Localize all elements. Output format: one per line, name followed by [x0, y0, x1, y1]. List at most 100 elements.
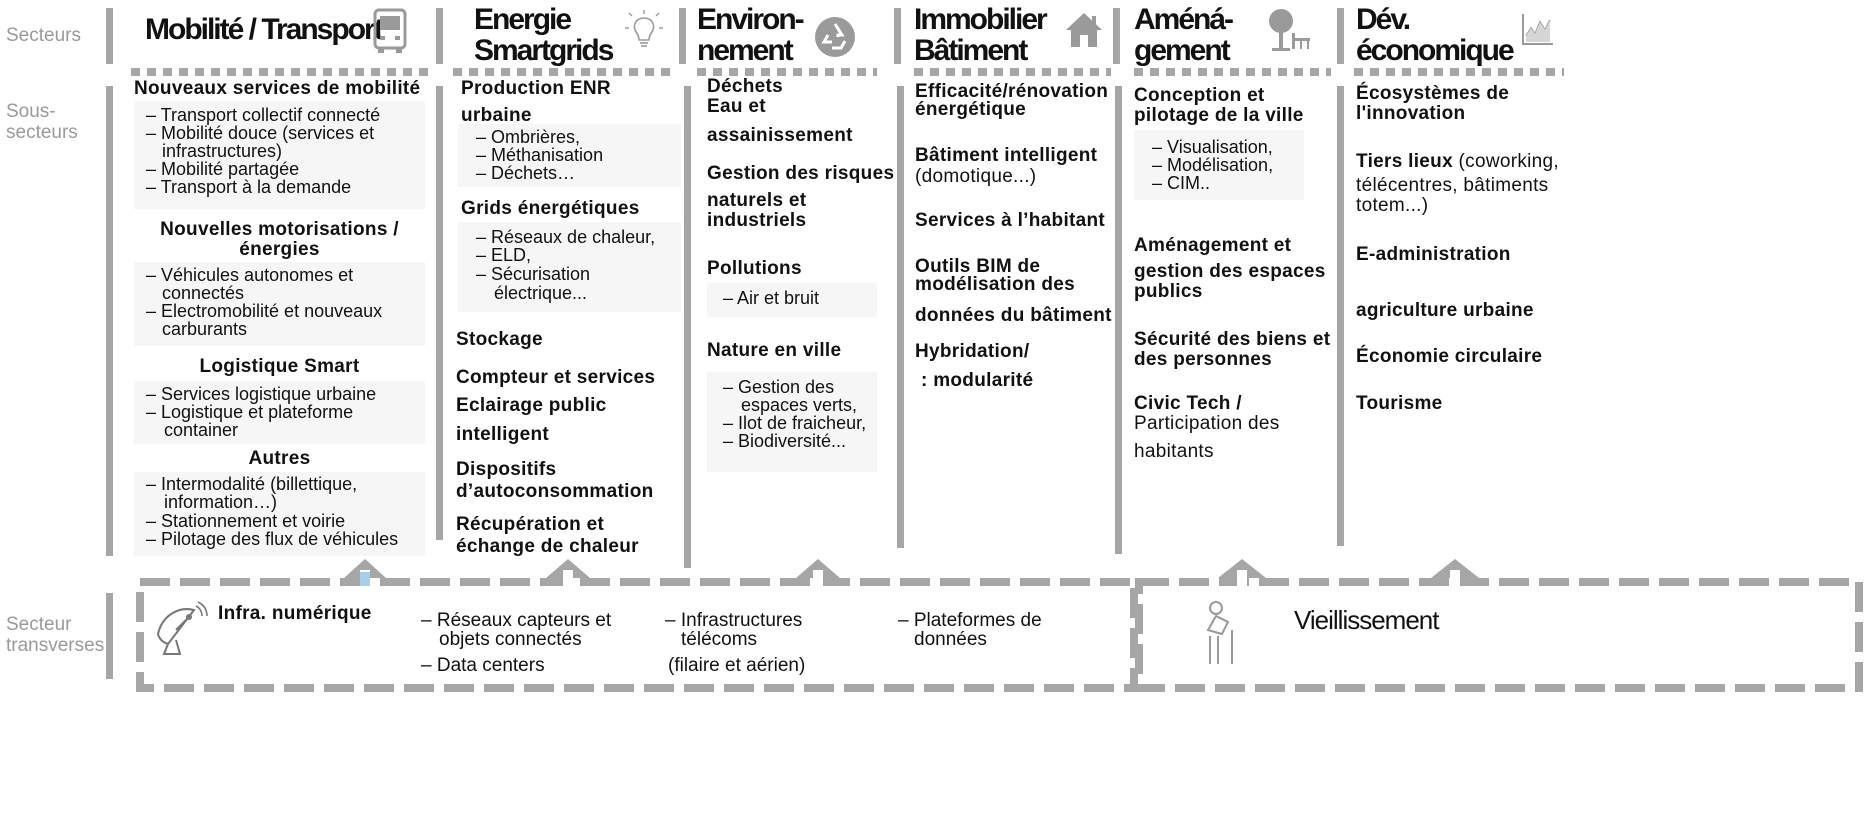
- subsector-public-spaces: Aménagement et: [1134, 235, 1292, 256]
- row-label-sectors: Secteurs: [6, 25, 81, 46]
- subsector-energy-grids: Grids énergétiques: [461, 198, 640, 219]
- list-box-enr: – Ombrières, – Méthanisation – Déchets…: [458, 124, 681, 187]
- subsector-enr-production: Production ENR: [461, 78, 611, 99]
- arrow-up-environment: [796, 559, 840, 578]
- subsector-smart-logistics: Logistique Smart: [199, 356, 360, 377]
- subsector-energy-efficiency: Efficacité/rénovation énergétique: [915, 81, 1109, 120]
- list-item: – Transport collectif connecté: [146, 105, 381, 125]
- header-dots-mobility: [131, 68, 431, 76]
- header-building: Immobilier Bâtiment: [914, 3, 1048, 67]
- list-item: – Réseaux de chaleur,: [476, 227, 656, 247]
- header-economy: Dév. économique: [1356, 3, 1515, 67]
- list-item: – Transport à la demande: [146, 177, 352, 197]
- subsector-bim-3: données du bâtiment: [915, 305, 1112, 326]
- header-energy: Energie Smartgrids: [474, 3, 614, 67]
- arrow-up-planning: [1218, 559, 1266, 578]
- list-item: – Biodiversité...: [723, 431, 847, 451]
- list-box-new-engines: – Véhicules autonomes et connectés – Ele…: [134, 262, 425, 346]
- house-icon: [1066, 13, 1102, 47]
- subsector-civic-tech: Civic Tech / Participation des: [1134, 393, 1280, 434]
- row-label-transverse: Secteur transverses: [6, 614, 105, 656]
- list-item: – Méthanisation: [476, 145, 604, 165]
- header-bar-environment: [679, 8, 686, 64]
- subsector-public-spaces-2: gestion des espaces publics: [1134, 261, 1326, 302]
- subsector-others: Autres: [248, 448, 311, 469]
- list-item: – Pilotage des flux de véhicules: [146, 529, 399, 549]
- aging-dashed-frame: [1135, 578, 1863, 692]
- list-item: – Déchets…: [476, 163, 576, 183]
- list-item: – Véhicules autonomes et: [146, 265, 354, 285]
- list-item: – Air et bruit: [723, 288, 820, 308]
- subsector-city-design: Conception et: [1134, 85, 1265, 106]
- list-item: – Gestion des: [723, 377, 835, 397]
- subsector-e-administration: E-administration: [1356, 244, 1511, 265]
- infra-sensors: – Réseaux capteurs et objets connectés: [421, 610, 612, 650]
- subsector-resident-services: Services à l’habitant: [915, 210, 1106, 231]
- line-chart-icon: [1522, 14, 1553, 45]
- subsector-tourism: Tourisme: [1356, 393, 1443, 414]
- arrow-up-mobility: [344, 559, 386, 578]
- list-item: – Sécurisation: [476, 264, 591, 284]
- subsector-modularity: : modularité: [921, 370, 1034, 391]
- list-item: espaces verts,: [741, 395, 858, 415]
- subsector-heat-recovery: Récupération et échange de chaleur: [456, 514, 639, 557]
- subsector-city-design-2: pilotage de la ville: [1134, 105, 1304, 126]
- list-box-new-services: – Transport collectif connecté – Mobilit…: [134, 101, 425, 209]
- satellite-dish-icon: [156, 601, 208, 655]
- subsector-lighting-2: intelligent: [456, 424, 550, 445]
- list-item: – Modélisation,: [1152, 155, 1274, 175]
- infra-data-platforms: – Plateformes de données: [898, 610, 1042, 650]
- list-box-others: – Intermodalité (billettique, informatio…: [134, 472, 425, 556]
- list-item: carburants: [162, 319, 248, 339]
- column-bar-economy: [1337, 86, 1344, 546]
- list-item: électrique...: [494, 283, 588, 303]
- subsector-civic-tech-3: habitants: [1134, 441, 1214, 462]
- list-box-city-design: – Visualisation, – Modélisation, – CIM..: [1134, 130, 1304, 200]
- list-item: infrastructures): [162, 141, 283, 161]
- header-bar-economy: [1337, 8, 1344, 64]
- header-dots-economy: [1354, 68, 1564, 76]
- subsector-risks: Gestion des risques: [707, 163, 895, 184]
- list-item: – Ilot de fraicheur,: [723, 413, 867, 433]
- column-bar-planning: [1115, 86, 1122, 554]
- header-planning: Améná- gement: [1134, 3, 1234, 67]
- list-box-grids: – Réseaux de chaleur, – ELD, – Sécurisat…: [458, 222, 681, 312]
- header-bar-mobility: [106, 8, 113, 64]
- subsector-hybridization: Hybridation/: [915, 341, 1030, 362]
- subsector-smart-building: Bâtiment intelligent (domotique...): [915, 145, 1098, 187]
- infra-numerique-title: Infra. numérique: [218, 603, 372, 624]
- header-bar-building: [894, 8, 901, 64]
- subsector-innovation-ecosystems: Écosystèmes de l'innovation: [1356, 83, 1510, 124]
- subsector-nature: Nature en ville: [707, 340, 842, 361]
- tree-bench-icon: [1269, 9, 1310, 51]
- subsector-meter: Compteur et services: [456, 367, 656, 388]
- list-item: – Services logistique urbaine: [146, 384, 377, 404]
- row-label-subsectors: Sous- secteurs: [6, 101, 78, 143]
- column-bar-energy: [436, 86, 443, 540]
- subsector-storage: Stockage: [456, 329, 543, 350]
- infra-datacenters: – Data centers: [421, 655, 545, 676]
- subsector-new-mobility-services: Nouveaux services de mobilité: [134, 78, 421, 99]
- subsector-risks-2: naturels et industriels: [707, 190, 807, 231]
- list-item: – ELD,: [476, 245, 532, 265]
- infra-telecom: – Infrastructures télécoms: [665, 610, 803, 650]
- subsector-water-2: assainissement: [707, 125, 853, 146]
- arrow-up-energy: [546, 559, 590, 578]
- list-box-pollution: – Air et bruit: [707, 283, 877, 317]
- subsector-new-engines: Nouvelles motorisations / énergies: [160, 219, 399, 260]
- list-item: – CIM..: [1152, 173, 1211, 193]
- header-dots-building: [914, 68, 1111, 76]
- subsector-security: Sécurité des biens et des personnes: [1134, 329, 1331, 370]
- aging-label: Vieillissement: [1294, 605, 1439, 635]
- list-item: – Logistique et plateforme: [146, 402, 354, 422]
- header-dots-planning: [1134, 68, 1331, 76]
- header-bar-energy: [436, 8, 443, 64]
- subsector-circular-economy: Économie circulaire: [1356, 346, 1543, 367]
- list-item: – Intermodalité (billettique,: [146, 474, 358, 494]
- list-item: connectés: [162, 283, 245, 303]
- list-item: – Electromobilité et nouveaux: [146, 301, 383, 321]
- infra-dashed-frame: [136, 578, 1138, 692]
- list-item: – Mobilité partagée: [146, 159, 300, 179]
- subsector-lighting: Eclairage public: [456, 395, 607, 416]
